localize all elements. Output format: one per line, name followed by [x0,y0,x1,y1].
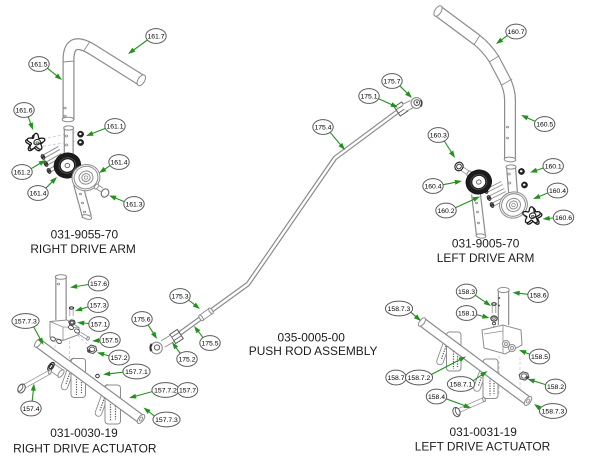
svg-text:158.7: 158.7 [387,375,404,382]
svg-text:161.4: 161.4 [29,190,46,197]
svg-text:158.7.1: 158.7.1 [450,381,473,388]
svg-text:158.1: 158.1 [458,310,475,317]
svg-text:175.1: 175.1 [360,93,377,100]
svg-text:157.7.3: 157.7.3 [155,417,178,424]
svg-text:175.3: 175.3 [171,293,188,300]
svg-text:031-9005-70: 031-9005-70 [452,237,520,251]
svg-text:157.4: 157.4 [22,406,39,413]
svg-text:175.5: 175.5 [201,340,218,347]
svg-text:161.3: 161.3 [125,201,142,208]
svg-text:035-0005-00: 035-0005-00 [277,330,345,344]
svg-text:031-0030-19: 031-0030-19 [50,426,118,440]
svg-text:161.4: 161.4 [110,159,127,166]
svg-text:160.1: 160.1 [545,163,562,170]
svg-text:158.7.2: 158.7.2 [408,375,431,382]
svg-text:158.5: 158.5 [531,354,548,361]
svg-text:175.7: 175.7 [383,78,400,85]
svg-text:160.5: 160.5 [536,121,553,128]
svg-text:161.7: 161.7 [147,33,164,40]
svg-text:158.4: 158.4 [428,394,445,401]
svg-text:158.3: 158.3 [458,289,475,296]
svg-text:157.6: 157.6 [90,281,107,288]
svg-text:161.6: 161.6 [15,107,32,114]
svg-text:157.5: 157.5 [101,337,118,344]
svg-text:175.4: 175.4 [314,124,331,131]
svg-text:175.2: 175.2 [178,356,195,363]
svg-text:LEFT DRIVE ARM: LEFT DRIVE ARM [437,251,535,265]
svg-text:LEFT DRIVE ACTUATOR: LEFT DRIVE ACTUATOR [415,439,551,453]
svg-text:160.4: 160.4 [424,183,441,190]
svg-text:RIGHT DRIVE ARM: RIGHT DRIVE ARM [30,242,136,256]
svg-text:160.3: 160.3 [430,132,447,139]
svg-text:157.3: 157.3 [89,302,106,309]
svg-text:161.5: 161.5 [30,61,47,68]
svg-text:157.7: 157.7 [179,387,196,394]
svg-text:158.6: 158.6 [529,292,546,299]
svg-text:157.7.3: 157.7.3 [14,318,37,325]
svg-text:160.2: 160.2 [437,208,454,215]
svg-text:158.2: 158.2 [547,384,564,391]
svg-text:031-9055-70: 031-9055-70 [51,228,119,242]
svg-text:PUSH ROD ASSEMBLY: PUSH ROD ASSEMBLY [249,344,378,358]
svg-text:160.4: 160.4 [549,188,566,195]
svg-text:157.7.1: 157.7.1 [125,369,148,376]
svg-text:157.7.2: 157.7.2 [154,387,177,394]
svg-text:157.1: 157.1 [90,321,107,328]
svg-text:158.7.3: 158.7.3 [542,408,565,415]
svg-text:161.1: 161.1 [106,123,123,130]
svg-text:031-0031-19: 031-0031-19 [449,425,517,439]
svg-text:157.2: 157.2 [110,355,127,362]
svg-text:160.6: 160.6 [555,215,572,222]
svg-text:158.7.3: 158.7.3 [388,306,411,313]
svg-text:175.6: 175.6 [133,316,150,323]
svg-text:RIGHT DRIVE ACTUATOR: RIGHT DRIVE ACTUATOR [13,441,157,455]
svg-text:161.2: 161.2 [13,169,30,176]
svg-text:160.7: 160.7 [507,29,524,36]
